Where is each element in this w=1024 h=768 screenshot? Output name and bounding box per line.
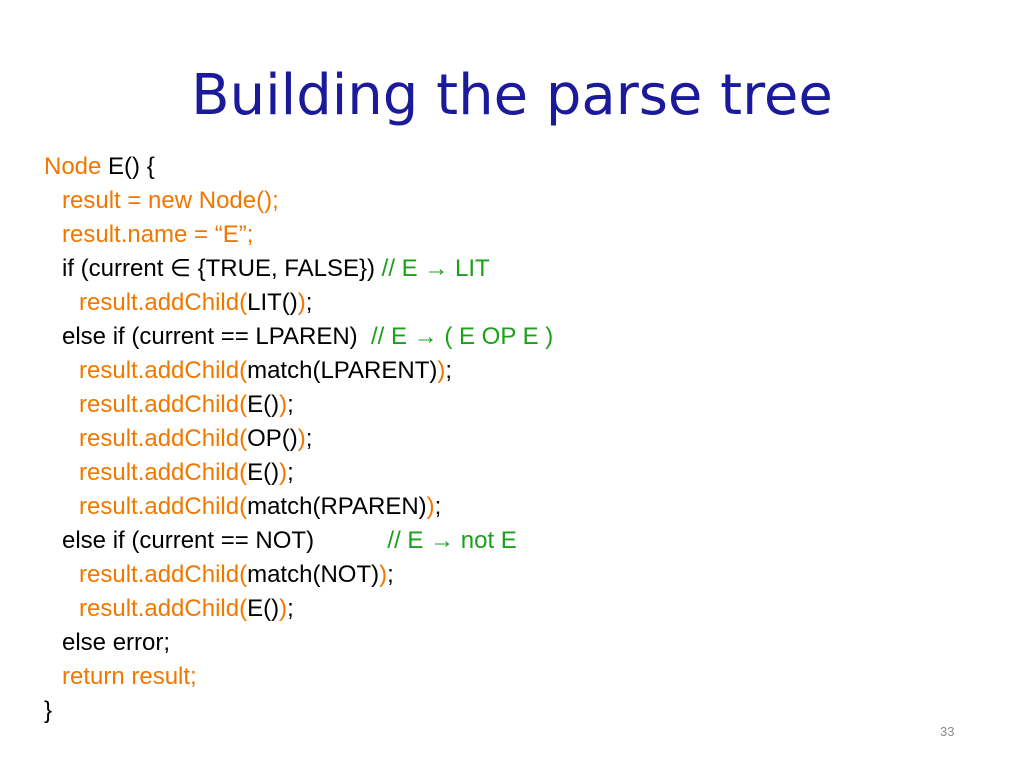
code-token: else if (current == LPAREN): [62, 323, 371, 350]
code-line: result.addChild(LIT());: [44, 286, 553, 320]
code-line: else if (current == NOT) // E → not E: [44, 524, 553, 558]
code-line: if (current ∈ {TRUE, FALSE}) // E → LIT: [44, 252, 553, 286]
code-token: result.addChild(: [79, 391, 248, 418]
code-token: if (current ∈ {TRUE, FALSE}): [62, 255, 382, 282]
page-number: 33: [940, 724, 955, 739]
code-token: ): [279, 459, 288, 486]
code-token: ;: [287, 391, 294, 418]
code-token: E(): [247, 595, 280, 622]
code-line: else error;: [44, 626, 553, 660]
code-token: match(LPARENT): [247, 357, 438, 384]
code-token: ): [279, 595, 288, 622]
code-token: E() {: [108, 153, 155, 180]
code-token: result.addChild(: [79, 493, 248, 520]
code-token: match(NOT): [247, 561, 380, 588]
code-token: ;: [287, 459, 294, 486]
code-token: ;: [287, 595, 294, 622]
code-token: result = new Node();: [62, 187, 279, 214]
code-line: result.addChild(E());: [44, 456, 553, 490]
code-block: Node E() { result = new Node(); result.nam…: [44, 150, 553, 728]
code-line: result.name = “E”;: [44, 218, 553, 252]
slide-title: Building the parse tree: [191, 63, 833, 128]
code-line: result.addChild(match(LPARENT));: [44, 354, 553, 388]
code-line: else if (current == LPAREN) // E → ( E O…: [44, 320, 553, 354]
code-line: return result;: [44, 660, 553, 694]
code-token: ;: [434, 493, 442, 520]
code-line: result.addChild(match(NOT));: [44, 558, 553, 592]
code-token: result.addChild(: [79, 561, 248, 588]
code-token: else error;: [62, 629, 171, 656]
code-line: result.addChild(E());: [44, 592, 553, 626]
code-token: E(): [247, 459, 280, 486]
code-token: result.name = “E”;: [62, 221, 254, 248]
code-token: match(RPAREN): [247, 493, 427, 520]
code-token: else if (current == NOT): [62, 527, 388, 554]
code-line: }: [44, 694, 553, 728]
code-token: Node: [44, 153, 109, 180]
code-token: OP(): [247, 425, 298, 452]
code-line: result = new Node();: [44, 184, 553, 218]
code-token: ;: [305, 425, 313, 452]
code-line: result.addChild(OP());: [44, 422, 553, 456]
code-token: }: [44, 697, 53, 724]
code-line: Node E() {: [44, 150, 553, 184]
code-token: // E → ( E OP E ): [371, 323, 554, 350]
code-line: result.addChild(match(RPAREN));: [44, 490, 553, 524]
code-token: result.addChild(: [79, 425, 248, 452]
code-token: result.addChild(: [79, 289, 248, 316]
code-token: ): [437, 357, 446, 384]
code-token: return result;: [62, 663, 197, 690]
code-token: ): [379, 561, 388, 588]
code-token: ): [279, 391, 288, 418]
code-token: // E → LIT: [381, 255, 490, 282]
code-token: ;: [387, 561, 394, 588]
code-token: result.addChild(: [79, 357, 248, 384]
code-token: ;: [305, 289, 313, 316]
code-token: ): [297, 425, 306, 452]
code-token: LIT(): [247, 289, 298, 316]
code-token: // E → not E: [387, 527, 517, 554]
code-line: result.addChild(E());: [44, 388, 553, 422]
code-token: result.addChild(: [79, 595, 248, 622]
code-token: E(): [247, 391, 280, 418]
code-token: result.addChild(: [79, 459, 248, 486]
code-token: ): [426, 493, 435, 520]
code-token: ): [297, 289, 306, 316]
code-token: ;: [445, 357, 453, 384]
